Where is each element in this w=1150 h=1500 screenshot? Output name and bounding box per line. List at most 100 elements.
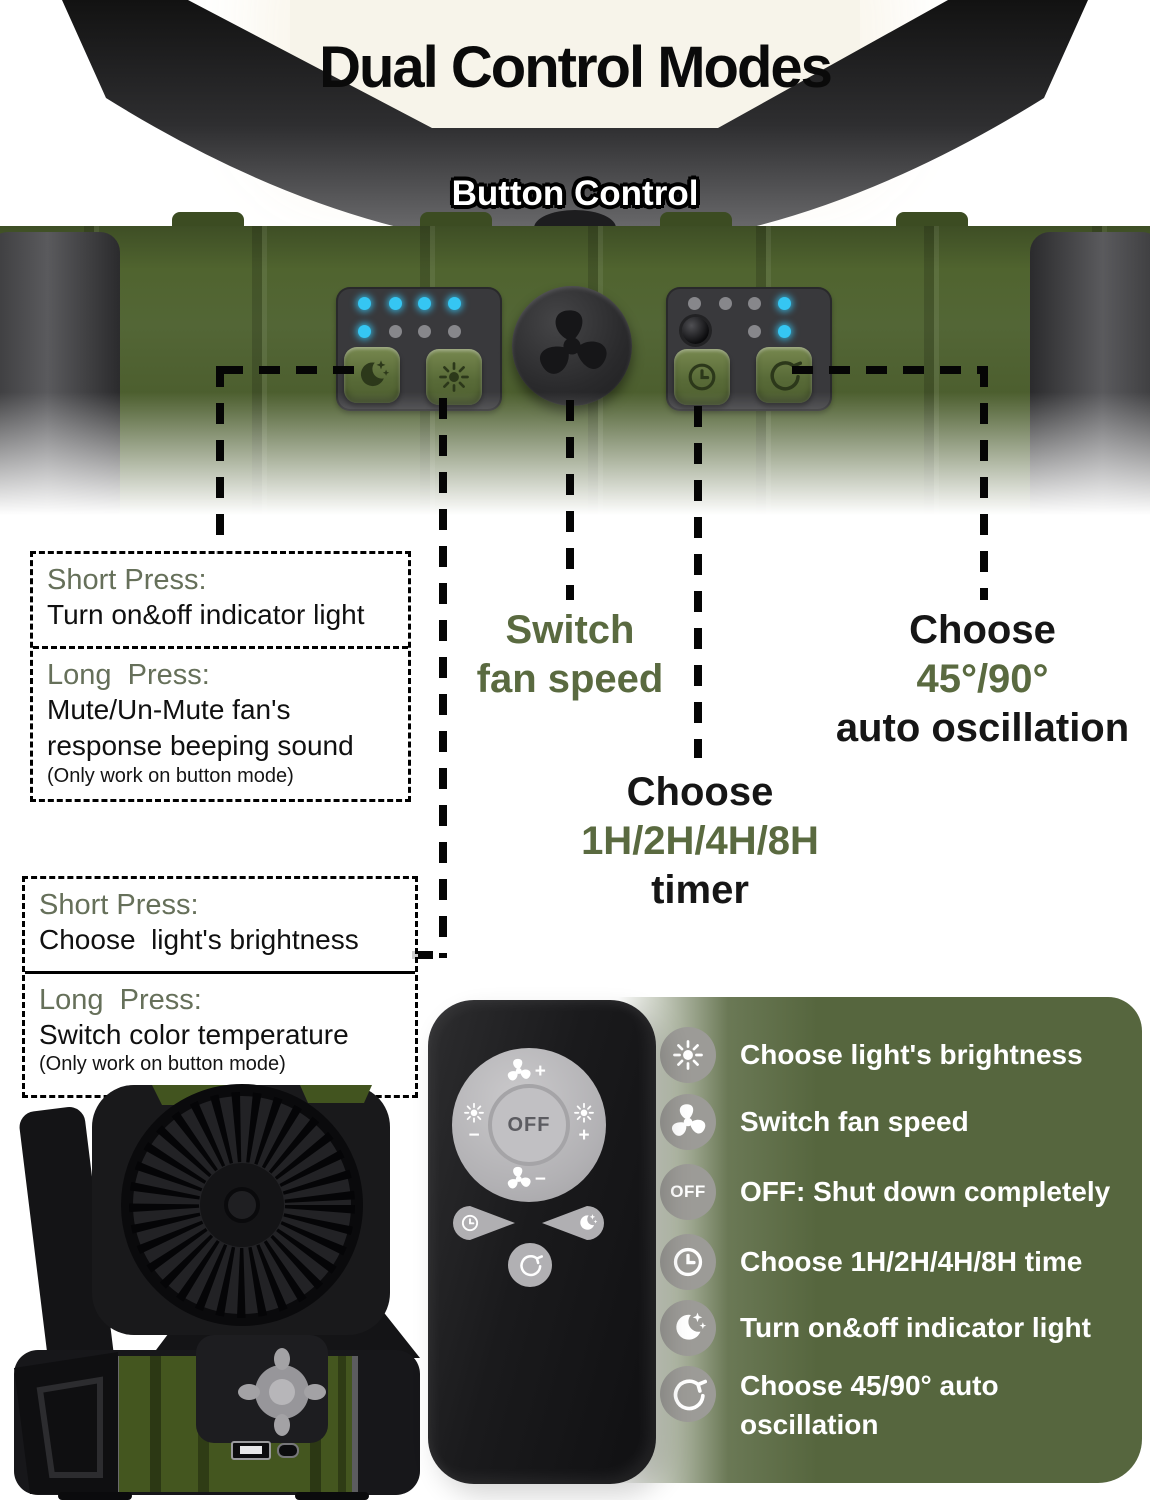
indicator-dot [358, 297, 371, 310]
connector-indicator-h [222, 366, 362, 374]
long-press-title: Long Press: [39, 983, 202, 1016]
indicator-dot [418, 297, 431, 310]
clock-icon [688, 363, 716, 391]
callout-section-long: Long Press: Mute/Un-Mute fan's response … [33, 649, 408, 799]
callout-note: (Only work on button mode) [47, 764, 294, 787]
callout-section-long: Long Press: Switch color temperature (On… [25, 974, 415, 1096]
label-line: Choose [626, 770, 774, 814]
legend-item: Choose 45/90° auto oscillation [660, 1366, 1070, 1444]
callout-divider [25, 970, 415, 974]
remote-light-plus-button: + [572, 1101, 596, 1145]
fan-icon [535, 310, 610, 379]
sun-icon [439, 362, 469, 392]
callout-light-button: Short Press: Choose light's brightness L… [22, 876, 418, 1099]
callout-section-short: Short Press: Choose light's brightness [25, 879, 415, 971]
legend-item: Turn on&off indicator light [660, 1300, 1091, 1356]
legend-text: Choose light's brightness [740, 1039, 1083, 1071]
connector-oscillation-h [792, 366, 988, 374]
label-line: Switch [505, 608, 635, 652]
legend-text: Switch fan speed [740, 1106, 969, 1138]
indicator-dot [748, 297, 761, 310]
minus-label: − [468, 1124, 480, 1146]
legend-text: Choose 45/90° auto oscillation [740, 1370, 999, 1441]
label-fan-speed: Switch fan speed [430, 606, 710, 704]
indicator-dot [778, 325, 791, 338]
callout-divider [33, 645, 408, 649]
sun-icon [574, 1102, 594, 1123]
remote-fan-plus-button: + [506, 1058, 546, 1084]
indicator-dot [418, 325, 431, 338]
legend-text: Choose 1H/2H/4H/8H time [740, 1246, 1083, 1278]
indicator-dot [748, 325, 761, 338]
remote-legend-panel: Choose light's brightness Switch fan spe… [618, 997, 1142, 1483]
remote-dpad: + − − + OFF [452, 1048, 606, 1202]
sun-icon [660, 1027, 716, 1083]
ir-receiver-lens [682, 317, 709, 344]
legend-item: Choose light's brightness [660, 1027, 1083, 1083]
connector-timer-v [694, 406, 702, 758]
long-press-title: Long Press: [47, 658, 210, 691]
remote-oscillation-button [508, 1243, 552, 1287]
moon-stars-icon [660, 1300, 716, 1356]
connector-brightness-h [412, 951, 448, 959]
off-icon: OFF [660, 1164, 716, 1220]
label-line: 45°/90° [916, 656, 1049, 701]
long-press-text-line1: Mute/Un-Mute fan's [47, 693, 291, 725]
fade-overlay [0, 392, 1150, 542]
product-photo [14, 1084, 420, 1500]
minus-label: − [534, 1168, 546, 1190]
remote-light-minus-button: − [462, 1101, 486, 1145]
lantern-frame [62, 0, 1088, 250]
mode-label: Button Control [451, 174, 699, 213]
fan-icon [660, 1094, 716, 1150]
fan-icon [506, 1058, 532, 1082]
connector-indicator-v [216, 366, 224, 554]
long-press-text-line2: response beeping sound [47, 730, 354, 762]
indicator-dot [448, 297, 461, 310]
page-title: Dual Control Modes [319, 35, 833, 100]
remote-fan-minus-button: − [506, 1166, 546, 1192]
short-press-text: Choose light's brightness [39, 924, 359, 956]
indicator-dot [389, 297, 402, 310]
sun-icon [464, 1102, 484, 1123]
callout-indicator-button: Short Press: Turn on&off indicator light… [30, 551, 411, 802]
label-line: fan speed [476, 656, 664, 701]
legend-text: OFF: Shut down completely [740, 1176, 1111, 1208]
label-line: timer [651, 867, 749, 912]
callout-note: (Only work on button mode) [39, 1053, 286, 1076]
moon-stars-icon [360, 360, 390, 387]
indicator-dot [688, 297, 701, 310]
plus-label: + [578, 1124, 590, 1146]
remote-off-button: OFF [488, 1084, 570, 1166]
connector-brightness-v [439, 398, 447, 958]
remote-timer-button [453, 1206, 515, 1240]
clock-icon [660, 1234, 716, 1290]
remote-indicator-button [542, 1206, 604, 1240]
legend-item: Choose 1H/2H/4H/8H time [660, 1234, 1082, 1290]
legend-item: OFF OFF: Shut down completely [660, 1164, 1110, 1220]
indicator-dot [719, 297, 732, 310]
connector-fan-v [566, 400, 574, 600]
indicator-dot [778, 297, 791, 310]
callout-section-short: Short Press: Turn on&off indicator light [33, 554, 408, 646]
rotate-icon [660, 1366, 716, 1422]
off-icon-label: OFF [670, 1182, 706, 1201]
legend-item: Switch fan speed [660, 1094, 969, 1150]
label-line: 1H/2H/4H/8H [581, 818, 819, 863]
rotate-icon [520, 1254, 543, 1277]
long-press-text: Switch color temperature [39, 1018, 349, 1050]
off-label: OFF [507, 1113, 551, 1136]
timer-indicator-panel [666, 287, 832, 411]
remote-control: + − − + OFF [428, 1000, 656, 1484]
label-oscillation: Choose 45°/90° auto oscillation [795, 606, 1150, 752]
label-line: Choose [909, 608, 1056, 652]
legend-text: Turn on&off indicator light [740, 1312, 1091, 1344]
plus-label: + [534, 1060, 546, 1082]
rotate-icon [770, 361, 802, 391]
fan-icon [506, 1166, 532, 1190]
short-press-text: Turn on&off indicator light [47, 599, 365, 631]
indicator-dot [389, 325, 402, 338]
indicator-dot [448, 325, 461, 338]
label-line: auto oscillation [835, 705, 1130, 750]
